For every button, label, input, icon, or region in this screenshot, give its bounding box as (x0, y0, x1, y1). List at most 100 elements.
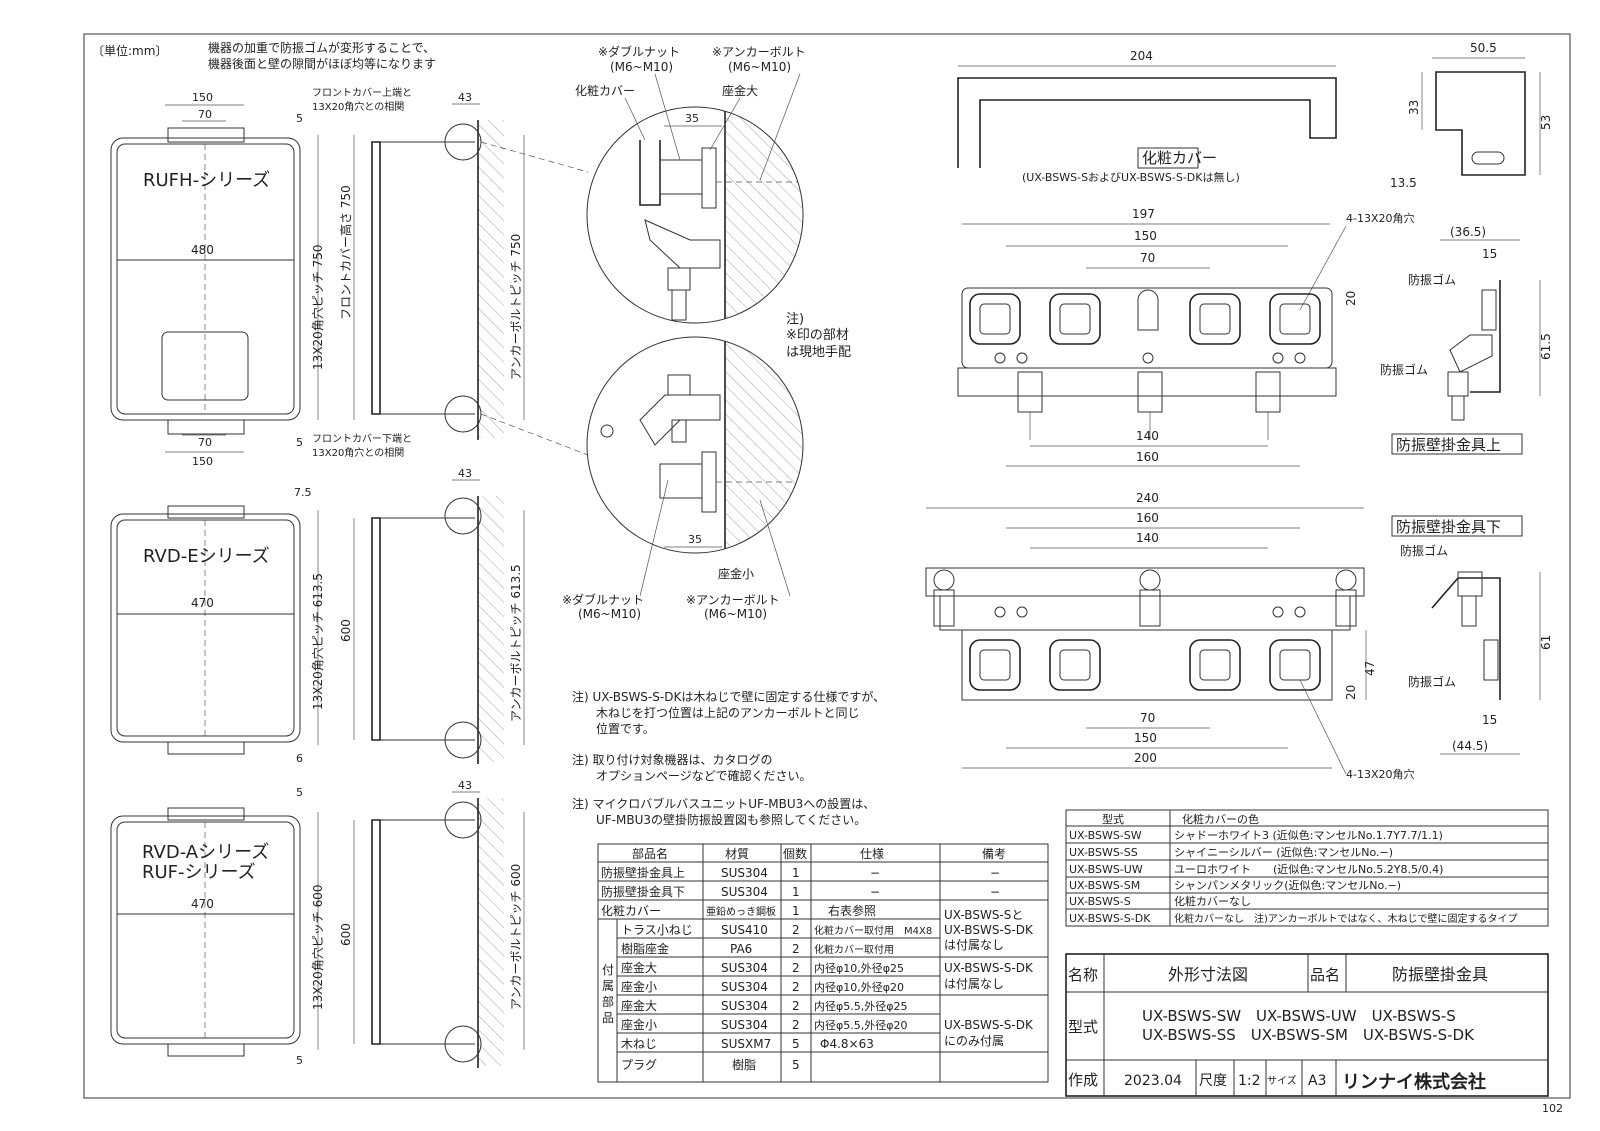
svg-text:204: 204 (1130, 49, 1153, 63)
color-table: 型式 化粧カバーの色 UX-BSWS-SW シャドーホワイト3 (近似色:マンセ… (1065, 809, 1549, 927)
drawing-name: 外形寸法図 (1168, 965, 1248, 984)
svg-text:SUS304: SUS304 (721, 866, 768, 880)
svg-text:防振ゴム: 防振ゴム (1408, 272, 1456, 287)
svg-text:−: − (990, 866, 1000, 880)
svg-text:UX-BSWS-S-DK: UX-BSWS-S-DK (1069, 912, 1151, 925)
svg-text:(UX-BSWS-SおよびUX-BSWS-S-DKは無し): (UX-BSWS-SおよびUX-BSWS-S-DKは無し) (1022, 170, 1240, 184)
svg-text:位置です。: 位置です。 (596, 721, 655, 736)
svg-text:アンカーボルトピッチ 600: アンカーボルトピッチ 600 (509, 864, 523, 1010)
svg-text:アンカーボルトピッチ 750: アンカーボルトピッチ 750 (509, 234, 523, 380)
rufh-pitch-dim: 13X20角穴ピッチ 750 (310, 245, 325, 370)
svg-text:防振ゴム: 防振ゴム (1380, 362, 1428, 377)
rvde-side-view: 600 43 アンカーボルトピッチ 613.5 (339, 467, 525, 764)
models-row1: UX-BSWS-SW UX-BSWS-UW UX-BSWS-S (1142, 1007, 1456, 1025)
svg-text:(M6~M10): (M6~M10) (704, 607, 767, 621)
company-name: リンナイ株式会社 (1342, 1071, 1486, 1093)
svg-text:個数: 個数 (783, 846, 807, 861)
svg-text:ユーロホワイト (近似色:マンセルNo.5.2Y8.5/0: ユーロホワイト (近似色:マンセルNo.5.2Y8.5/0.4) (1174, 862, 1443, 876)
svg-text:13X20角穴との相関: 13X20角穴との相関 (312, 100, 404, 113)
svg-text:2: 2 (792, 999, 800, 1013)
svg-text:部: 部 (602, 994, 614, 1009)
svg-text:防振壁掛金具上: 防振壁掛金具上 (601, 865, 685, 880)
svg-text:240: 240 (1136, 491, 1159, 505)
svg-text:5: 5 (296, 436, 303, 449)
svg-text:1:2: 1:2 (1238, 1073, 1261, 1089)
svg-text:UX-BSWS-SM: UX-BSWS-SM (1069, 879, 1140, 892)
svg-text:フロントカバー上端と: フロントカバー上端と (312, 86, 412, 99)
svg-text:SUS304: SUS304 (721, 961, 768, 975)
svg-text:座金小: 座金小 (621, 979, 657, 994)
svg-text:UX-BSWS-S-DK: UX-BSWS-S-DK (944, 961, 1034, 975)
svg-text:160: 160 (1136, 511, 1159, 525)
title-block: 名称 外形寸法図 品名 防振壁掛金具 型式 UX-BSWS-SW UX-BSWS… (1065, 953, 1549, 1097)
svg-text:UX-BSWS-Sと: UX-BSWS-Sと (944, 908, 1023, 922)
product-name: 防振壁掛金具 (1392, 965, 1488, 984)
svg-text:5: 5 (792, 1037, 800, 1051)
svg-text:33: 33 (1407, 100, 1421, 115)
svg-text:SUS304: SUS304 (721, 1018, 768, 1032)
svg-text:座金小: 座金小 (621, 1017, 657, 1032)
svg-text:は付属なし: は付属なし (944, 938, 1004, 952)
cover-views: 204 化粧カバー (UX-BSWS-SおよびUX-BSWS-S-DKは無し) … (957, 41, 1553, 190)
svg-text:(44.5): (44.5) (1452, 739, 1488, 753)
svg-text:70: 70 (198, 108, 212, 121)
ruf-series-label: RUF-シリーズ (142, 862, 256, 883)
svg-text:61: 61 (1539, 635, 1553, 650)
svg-text:オプションページなどで確認ください。: オプションページなどで確認ください。 (596, 768, 812, 783)
svg-text:150: 150 (192, 91, 213, 104)
svg-text:5: 5 (296, 1054, 303, 1067)
notes-block: 注) UX-BSWS-S-DKは木ねじで壁に固定する仕様ですが、 木ねじを打つ位… (572, 689, 885, 827)
svg-text:2: 2 (792, 980, 800, 994)
svg-text:470: 470 (191, 596, 214, 610)
svg-text:座金大: 座金大 (722, 83, 758, 98)
svg-text:13X20角穴ピッチ 600: 13X20角穴ピッチ 600 (310, 885, 325, 1010)
svg-text:シャイニーシルバー (近似色:マンセルNo.−): シャイニーシルバー (近似色:マンセルNo.−) (1174, 845, 1393, 859)
rufh-series-label: RUFH-シリーズ (143, 170, 270, 191)
svg-text:内径φ10,外径φ25: 内径φ10,外径φ25 (814, 961, 904, 975)
svg-text:600: 600 (339, 619, 353, 642)
svg-text:化粧カバーなし 注)アンカーボルトではなく、木ねじで壁に固定: 化粧カバーなし 注)アンカーボルトではなく、木ねじで壁に固定するタイプ (1174, 912, 1518, 925)
svg-text:座金大: 座金大 (621, 998, 657, 1013)
svg-text:−: − (870, 866, 880, 880)
svg-text:シャドーホワイト3 (近似色:マンセルNo.1.7Y7.7/: シャドーホワイト3 (近似色:マンセルNo.1.7Y7.7/1.1) (1174, 828, 1443, 842)
svg-text:PA6: PA6 (730, 942, 752, 956)
svg-text:備考: 備考 (982, 846, 1006, 861)
svg-text:35: 35 (688, 533, 702, 546)
svg-text:160: 160 (1136, 450, 1159, 464)
rufh-side-view: フロントカバー高さ 750 43 アンカーボルトピッチ 750 (338, 91, 525, 440)
svg-text:座金小: 座金小 (718, 566, 754, 581)
svg-text:13.5: 13.5 (1390, 176, 1417, 190)
svg-text:※ダブルナット: ※ダブルナット (562, 592, 644, 607)
upper-bracket-label: 防振壁掛金具上 (1396, 436, 1501, 454)
rufh-front-view: 150 70 RUFH-シリーズ 480 70 150 5 5 13X20角穴ピ… (110, 86, 412, 468)
svg-text:シャンパンメタリック(近似色:マンセルNo.−): シャンパンメタリック(近似色:マンセルNo.−) (1174, 878, 1401, 892)
top-note-line2: 機器後面と壁の隙間がほぼ均等になります (208, 56, 436, 71)
svg-text:部品名: 部品名 (632, 846, 668, 861)
svg-text:140: 140 (1136, 531, 1159, 545)
cover-title: 化粧カバー (1142, 149, 1217, 167)
svg-text:1: 1 (792, 885, 800, 899)
svg-text:5: 5 (296, 786, 303, 799)
svg-text:1: 1 (792, 904, 800, 918)
svg-text:※印の部材: ※印の部材 (786, 328, 849, 343)
svg-text:7.5: 7.5 (294, 486, 312, 499)
svg-text:仕様: 仕様 (860, 847, 884, 861)
top-note-line1: 機器の加重で防振ゴムが変形することで、 (208, 40, 435, 55)
svg-text:70: 70 (198, 436, 212, 449)
svg-text:フロントカバー高さ 750: フロントカバー高さ 750 (338, 185, 353, 320)
svg-text:注) 取り付け対象機器は、カタログの: 注) 取り付け対象機器は、カタログの (572, 752, 773, 767)
svg-text:SUS410: SUS410 (721, 923, 768, 937)
svg-text:SUS304: SUS304 (721, 885, 768, 899)
svg-text:UX-BSWS-S: UX-BSWS-S (1069, 895, 1131, 908)
rvda-side-view: 600 43 アンカーボルトピッチ 600 (339, 779, 525, 1068)
svg-text:樹脂: 樹脂 (732, 1057, 756, 1072)
svg-text:化粧カバー: 化粧カバー (575, 84, 635, 98)
svg-text:(M6~M10): (M6~M10) (610, 60, 673, 74)
svg-text:SUS304: SUS304 (721, 980, 768, 994)
svg-text:6: 6 (296, 752, 303, 765)
made-date: 2023.04 (1124, 1073, 1182, 1089)
svg-text:化粧カバー取付用: 化粧カバー取付用 (814, 943, 894, 956)
svg-text:にのみ付属: にのみ付属 (944, 1034, 1004, 1048)
svg-text:注): 注) (786, 312, 804, 327)
rvde-front-view: 7.5 RVD-Eシリーズ 470 6 13X20角穴ピッチ 613.5 (110, 486, 325, 765)
